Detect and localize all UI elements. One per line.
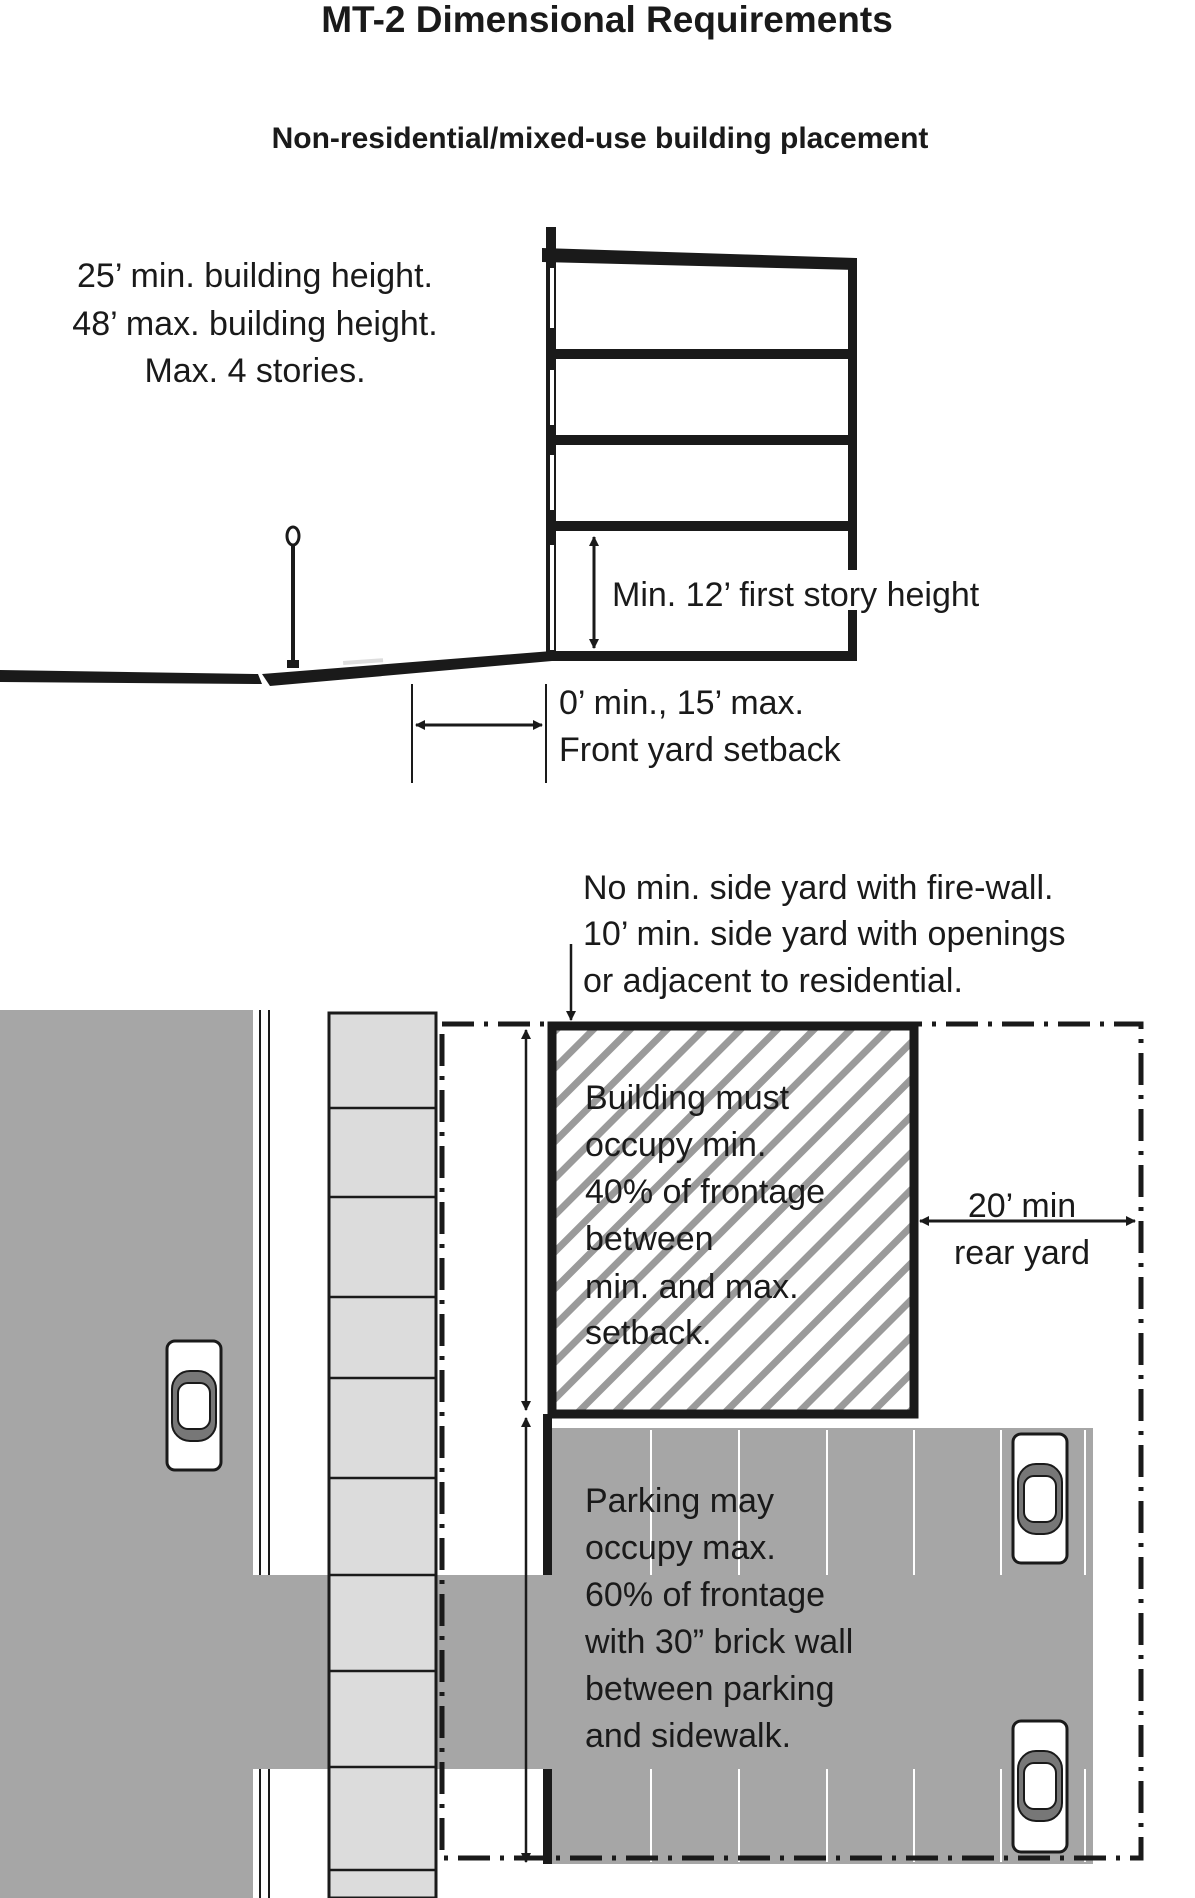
building-label-6: setback. <box>585 1314 712 1352</box>
parking-text: Parking may occupy max. 60% of frontage … <box>584 1482 853 1755</box>
parking-label-2: occupy max. <box>585 1529 776 1567</box>
ground-slope <box>262 651 552 686</box>
setback-label-1: 0’ min., 15’ max. <box>559 684 804 722</box>
first-story-label: Min. 12’ first story height <box>612 576 980 614</box>
side-yard-label-2: 10’ min. side yard with openings <box>583 915 1066 953</box>
height-label-3: Max. 4 stories. <box>144 352 365 390</box>
rear-yard-label-2: rear yard <box>954 1234 1090 1272</box>
parking-label-4: with 30” brick wall <box>584 1623 853 1661</box>
height-label-2: 48’ max. building height. <box>72 305 437 343</box>
parking-label-1: Parking may <box>585 1482 774 1520</box>
building-footprint <box>547 1021 919 1419</box>
setback-label-2: Front yard setback <box>559 731 842 769</box>
parking-label-6: and sidewalk. <box>585 1717 791 1755</box>
diagram-subtitle: Non-residential/mixed-use building place… <box>272 122 929 155</box>
brick-wall <box>543 1414 552 1575</box>
building-label-5: min. and max. <box>585 1268 799 1306</box>
plan-view: No min. side yard with fire-wall. 10’ mi… <box>0 869 1144 1898</box>
parking-label-3: 60% of frontage <box>585 1576 825 1614</box>
building-label-1: Building must <box>585 1079 790 1117</box>
height-label-1: 25’ min. building height. <box>77 257 433 295</box>
building-text: Building must occupy min. 40% of frontag… <box>585 1079 825 1352</box>
side-yard-label-3: or adjacent to residential. <box>583 962 963 1000</box>
street-lamp-icon <box>285 525 301 668</box>
building-section <box>542 227 857 661</box>
building-label-3: 40% of frontage <box>585 1173 825 1211</box>
car-icon <box>1011 1719 1069 1854</box>
diagram-title: MT-2 Dimensional Requirements <box>321 0 893 40</box>
building-label-2: occupy min. <box>585 1126 766 1164</box>
parking-lot <box>552 1428 1093 1864</box>
car-icon <box>165 1339 223 1472</box>
section-view: 25’ min. building height. 48’ max. build… <box>0 227 980 783</box>
side-yard-label-1: No min. side yard with fire-wall. <box>583 869 1053 907</box>
ground-line <box>0 670 262 684</box>
rear-yard-label-1: 20’ min <box>968 1187 1076 1225</box>
parking-label-5: between parking <box>585 1670 835 1708</box>
sidewalk <box>327 1011 438 1898</box>
building-label-4: between <box>585 1220 714 1258</box>
car-icon <box>1011 1432 1069 1565</box>
